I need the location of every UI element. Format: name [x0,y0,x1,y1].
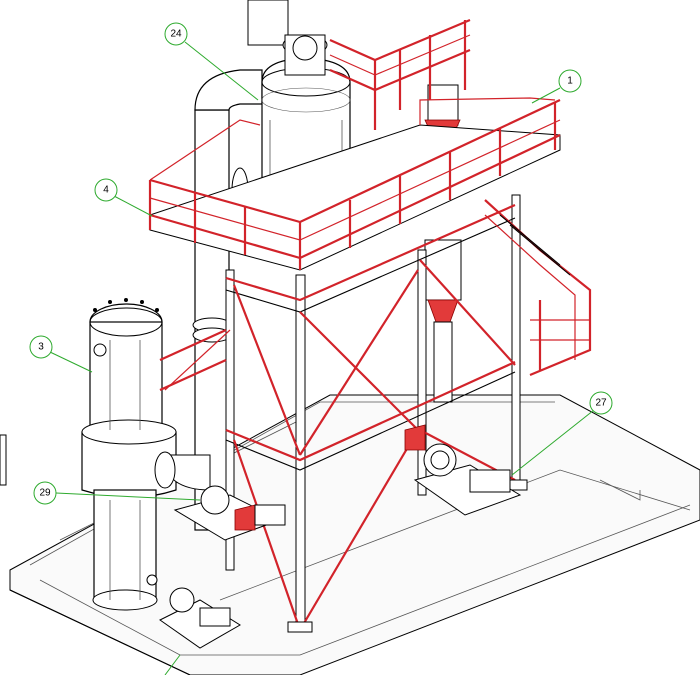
callout-24: 24 [164,22,259,101]
svg-text:29: 29 [39,488,51,499]
svg-text:3: 3 [38,342,44,353]
platform-handrail [148,18,561,271]
vertical-pipe [154,69,263,531]
pump-bottom [159,587,241,675]
pump-27 [404,424,522,516]
vessel-3 [81,298,177,611]
callout-1: 1 [531,69,582,104]
callout-29: 29 [33,481,201,505]
steel-structure [159,194,528,633]
svg-text:27: 27 [595,398,607,409]
pump-29 [173,485,286,541]
svg-text:24: 24 [170,29,182,40]
callout-4: 4 [94,178,153,217]
callout-3: 3 [29,335,93,373]
edge-box [0,434,7,486]
stairway [484,199,592,377]
callout-27: 27 [511,391,613,476]
svg-text:4: 4 [103,185,109,196]
svg-text:1: 1 [567,76,573,87]
